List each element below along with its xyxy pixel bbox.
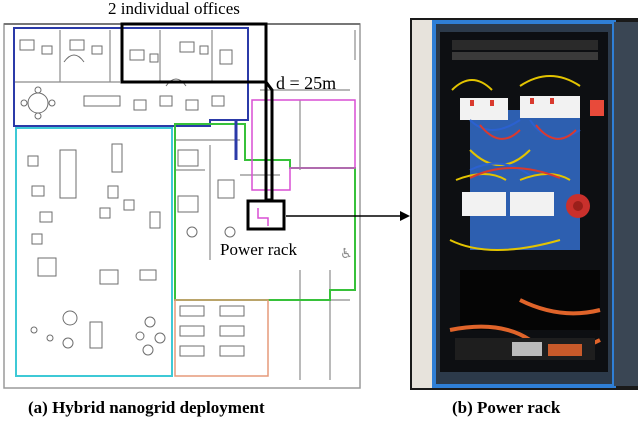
distance-label: d = 25m	[276, 73, 337, 93]
lower-zone	[174, 299, 269, 377]
offices-highlight-box	[120, 22, 268, 84]
power-rack-photo	[410, 18, 638, 390]
open-space-zone	[15, 127, 173, 377]
svg-text:♿: ♿	[340, 246, 353, 262]
offices-zone	[13, 27, 249, 127]
offices-label: 2 individual offices	[108, 0, 240, 18]
caption-b: (b) Power rack	[452, 398, 561, 417]
arrow-head	[400, 211, 410, 221]
power-rack-box	[246, 199, 286, 231]
power-rack-label: Power rack	[220, 240, 297, 259]
caption-a: (a) Hybrid nanogrid deployment	[28, 398, 265, 417]
floor-plan: ♿	[3, 22, 410, 389]
meeting-zone	[251, 99, 356, 191]
